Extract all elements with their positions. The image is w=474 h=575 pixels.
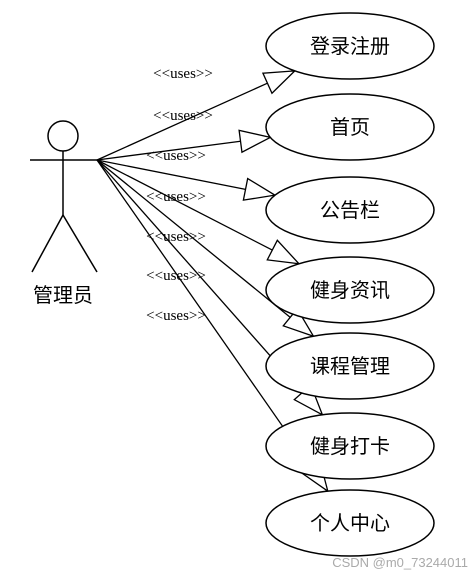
- use-case-label: 公告栏: [320, 198, 380, 222]
- uses-line: [96, 159, 246, 190]
- open-arrowhead: [282, 307, 315, 338]
- actor: [30, 120, 98, 273]
- open-arrowhead: [266, 239, 301, 265]
- watermark: CSDN @m0_73244011: [332, 555, 468, 570]
- uses-label: <<uses>>: [146, 308, 206, 324]
- uses-label: <<uses>>: [146, 189, 206, 205]
- uses-label: <<uses>>: [146, 268, 206, 284]
- open-arrowhead: [261, 70, 297, 95]
- actor-left-leg: [31, 214, 64, 273]
- use-case-label: 健身资讯: [310, 278, 390, 302]
- uses-links: <<uses>> <<uses>> <<uses>> <<uses>> <<uses>>…: [96, 66, 329, 493]
- uses-label: <<uses>>: [153, 108, 213, 124]
- uses-line: [96, 159, 291, 318]
- use-case-ellipse: [265, 412, 435, 480]
- use-case-ellipse: [265, 176, 435, 244]
- use-case-label: 健身打卡: [310, 434, 390, 458]
- uses-line: [96, 159, 273, 251]
- use-case-label: 个人中心: [310, 511, 390, 535]
- use-case-ellipse: [265, 12, 435, 80]
- use-case-ellipse: [265, 256, 435, 324]
- use-case-ellipse: [265, 332, 435, 400]
- uses-line: [96, 82, 268, 161]
- open-arrowhead: [242, 177, 277, 201]
- uses-line: [96, 159, 304, 393]
- uses-line: [96, 159, 312, 467]
- actor-label: 管理员: [33, 283, 93, 307]
- use-case-label: 课程管理: [310, 354, 390, 378]
- uses-label: <<uses>>: [146, 148, 206, 164]
- open-arrowhead: [238, 129, 273, 154]
- use-case-label: 首页: [330, 115, 370, 139]
- actor-head: [47, 120, 79, 152]
- use-case-label: 登录注册: [310, 34, 390, 58]
- uses-line: [96, 140, 241, 161]
- use-case-ellipse: [265, 489, 435, 557]
- actor-right-leg: [62, 214, 98, 273]
- use-case-ellipse: [265, 93, 435, 161]
- uses-label: <<uses>>: [153, 66, 213, 82]
